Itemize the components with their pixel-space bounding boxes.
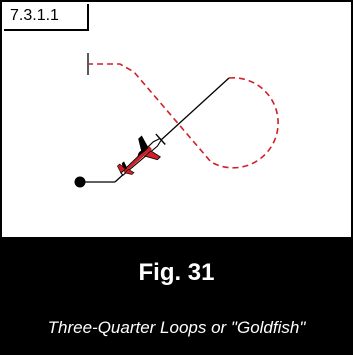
maneuver-diagram xyxy=(4,4,353,239)
caption-band: Fig. 31 Three-Quarter Loops or "Goldfish… xyxy=(0,237,353,355)
section-label: 7.3.1.1 xyxy=(4,4,89,31)
figure-caption: Three-Quarter Loops or "Goldfish" xyxy=(0,317,353,339)
figure-number: Fig. 31 xyxy=(0,259,353,287)
aerobatic-plane-icon xyxy=(112,128,169,184)
flight-path xyxy=(89,64,278,168)
